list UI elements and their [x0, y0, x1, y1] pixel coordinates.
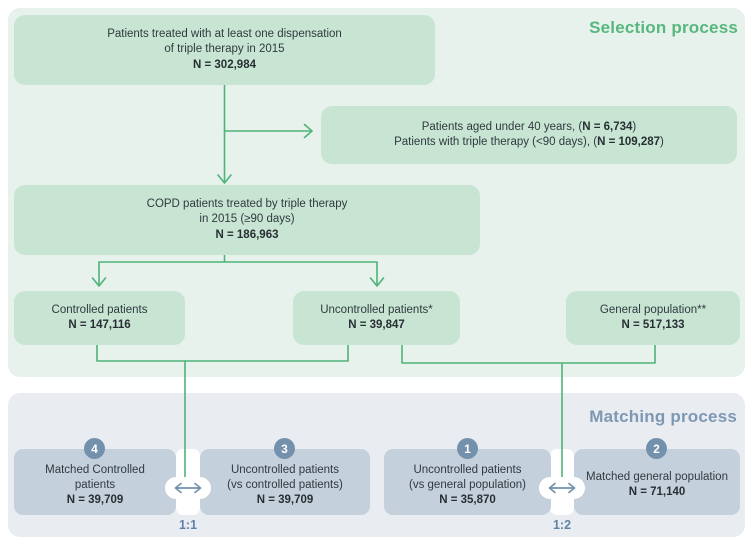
badge-1: 1 — [457, 438, 478, 459]
box-initial-line2: of triple therapy in 2015 — [164, 43, 285, 56]
uncontrolled-vs-general-line2: (vs general population) — [409, 478, 526, 491]
excluded-line1-close: ) — [632, 120, 637, 133]
excluded-line1-n: N = 6,734 — [582, 120, 633, 133]
matched-controlled-n: N = 39,709 — [66, 493, 124, 506]
box-copd-line2: in 2015 (≥90 days) — [199, 213, 295, 226]
box-excluded-line1: Patients aged under 40 years, (N = 6,734… — [422, 120, 637, 136]
box-copd-n: N = 186,963 — [215, 228, 279, 241]
uncontrolled-vs-controlled-line2: (vs controlled patients) — [227, 478, 343, 491]
right-match-pill — [539, 477, 585, 499]
excluded-line2-n: N = 109,287 — [597, 136, 661, 148]
matched-general-line1: Matched general population — [586, 471, 728, 483]
box-excluded-patients: Patients aged under 40 years, (N = 6,734… — [321, 106, 737, 164]
box-controlled-patients: Controlled patients N = 147,116 — [14, 291, 185, 345]
excluded-line2-text: Patients with triple therapy (<90 days),… — [394, 136, 598, 148]
box-matched-controlled: Matched Controlled patients N = 39,709 — [14, 449, 176, 515]
box-excluded-line2: Patients with triple therapy (<90 days),… — [394, 135, 664, 151]
matched-controlled-line1: Matched Controlled — [45, 463, 145, 476]
box-copd-patients: COPD patients treated by triple therapy … — [14, 185, 480, 255]
uncontrolled-vs-general-line1: Uncontrolled patients — [413, 463, 522, 476]
uncontrolled-vs-general-n: N = 35,870 — [439, 493, 496, 506]
box-uncontrolled-patients: Uncontrolled patients* N = 39,847 — [293, 291, 460, 345]
uncontrolled-vs-controlled-line1: Uncontrolled patients — [230, 463, 340, 476]
box-controlled-line1: Controlled patients — [51, 303, 148, 316]
box-uncontrolled-vs-controlled: Uncontrolled patients (vs controlled pat… — [200, 449, 370, 515]
double-arrow-icon — [548, 482, 576, 494]
matched-general-n: N = 71,140 — [628, 486, 686, 498]
box-uncontrolled-vs-general: Uncontrolled patients (vs general popula… — [384, 449, 551, 515]
box-copd-line1: COPD patients treated by triple therapy — [146, 197, 348, 210]
ratio-label-1-1: 1:1 — [178, 518, 198, 532]
uncontrolled-vs-controlled-n: N = 39,709 — [256, 493, 314, 506]
box-uncontrolled-n: N = 39,847 — [348, 319, 405, 331]
box-initial-line1: Patients treated with at least one dispe… — [107, 27, 342, 40]
box-general-population: General population** N = 517,133 — [566, 291, 740, 345]
excluded-line1-text: Patients aged under 40 years, ( — [421, 120, 583, 133]
badge-4: 4 — [84, 438, 105, 459]
matched-controlled-line2: patients — [74, 478, 116, 491]
left-match-pill — [165, 477, 211, 499]
selection-process-title: Selection process — [589, 18, 738, 37]
box-initial-n: N = 302,984 — [193, 58, 256, 71]
badge-2: 2 — [646, 438, 667, 459]
badge-3: 3 — [274, 438, 295, 459]
box-controlled-n: N = 147,116 — [68, 319, 131, 331]
double-arrow-icon — [174, 482, 202, 494]
box-general-line1: General population** — [599, 303, 707, 316]
box-uncontrolled-line1: Uncontrolled patients* — [320, 303, 433, 316]
box-general-n: N = 517,133 — [621, 319, 685, 331]
excluded-line2-close: ) — [660, 136, 664, 148]
box-matched-general: Matched general population N = 71,140 — [574, 449, 740, 515]
matching-process-title: Matching process — [589, 407, 737, 426]
box-initial-population: Patients treated with at least one dispe… — [14, 15, 435, 85]
ratio-label-1-2: 1:2 — [552, 518, 572, 532]
